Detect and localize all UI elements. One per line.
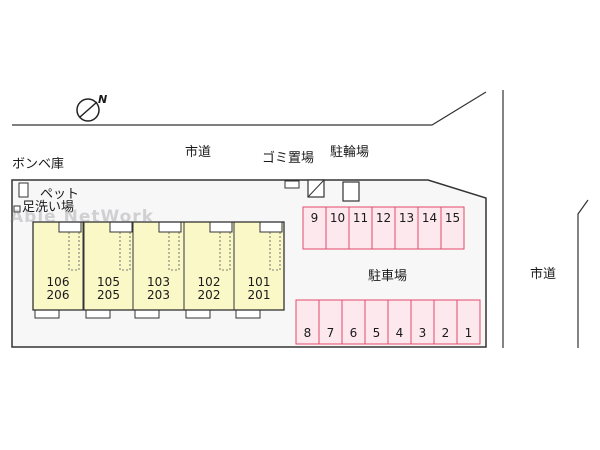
parking-slot-15 [440,206,465,250]
parking-slot-label-1: 1 [464,326,473,340]
road-right-edge-right [577,199,589,348]
unit-number-lower: 105 [97,275,120,289]
parking-slot-label-10: 10 [329,211,346,225]
parking-label: 駐車場 [368,269,408,284]
watermark: Able NetWork [10,207,154,227]
parking-slot-label-3: 3 [418,326,427,340]
pet-footwash-label-line2: 足洗い場 [22,200,75,215]
north-arrow-icon [76,98,100,122]
parking-slot-label-8: 8 [303,326,312,340]
parking-slot-label-5: 5 [372,326,381,340]
bicycle-box-2 [342,181,360,202]
parking-slot-label-11: 11 [352,211,369,225]
parking-slot-label-9: 9 [310,211,319,225]
road-right-label: 市道 [530,267,557,282]
parking-slot-label-7: 7 [326,326,335,340]
parking-slot-label-13: 13 [398,211,415,225]
unit-number-lower: 102 [197,275,221,289]
unit-number-lower: 101 [247,275,271,289]
parking-slot-label-6: 6 [349,326,358,340]
bicycle-label: 駐輪場 [330,145,370,160]
road-top-edge [12,91,487,126]
unit-number-upper: 205 [97,288,120,302]
gas-storage-label: ボンベ庫 [12,157,65,172]
unit-number-upper: 201 [247,288,271,302]
building-unit-102 [183,221,235,319]
parking-row-top [302,206,465,250]
parking-slot-1 [456,299,481,345]
building-unit-105 [83,221,134,319]
building-unit-101 [233,221,285,319]
parking-slot-label-4: 4 [395,326,404,340]
parking-row-bottom [295,299,481,345]
building-outline [32,221,285,311]
building-unit-106 [32,221,84,319]
unit-number-lower: 103 [147,275,170,289]
road-top-label: 市道 [185,145,212,160]
north-letter: N [98,93,108,106]
gas-storage-box [18,182,29,198]
parking-slot-label-2: 2 [441,326,450,340]
parking-slot-label-15: 15 [444,211,461,225]
parking-slot-label-14: 14 [421,211,438,225]
pet-footwash-box [13,205,21,213]
pet-footwash-label-line1: ペット [40,187,80,202]
parking-slot-label-12: 12 [375,211,392,225]
unit-number-upper: 206 [46,288,70,302]
apartment-building [32,221,285,319]
unit-number-upper: 203 [147,288,170,302]
garbage-box [284,180,300,189]
building-unit-103 [132,221,185,319]
garbage-label: ゴミ置場 [262,151,315,166]
unit-number-lower: 106 [46,275,70,289]
unit-number-upper: 202 [197,288,221,302]
